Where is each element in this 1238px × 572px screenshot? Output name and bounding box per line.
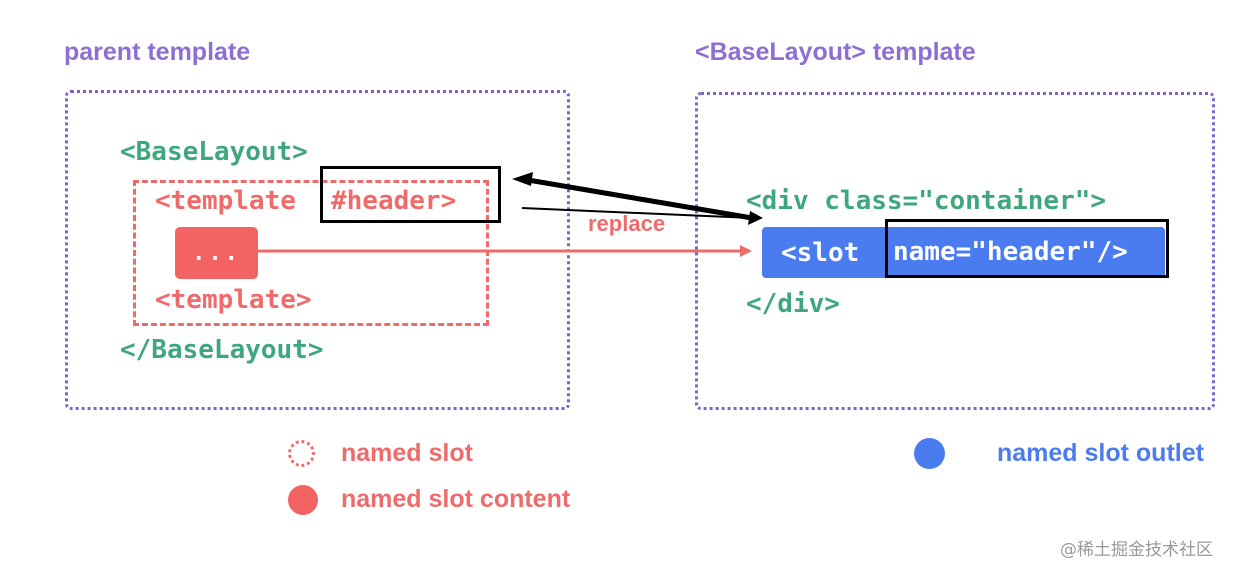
replace-label: replace — [588, 211, 666, 236]
slot-name-highlight — [885, 219, 1169, 278]
named-slot-legend-label: named slot — [341, 439, 473, 467]
baselayout-close-tag: </BaseLayout> — [120, 335, 324, 365]
header-slot-directive: #header> — [331, 186, 457, 216]
black-arrow-thin-line — [521, 207, 753, 219]
named-slot-outlet: <slot — [762, 227, 1165, 278]
named-slot-content-legend-icon — [288, 485, 318, 515]
div-close-tag: </div> — [746, 289, 840, 319]
template-close-tag: <template> — [155, 285, 312, 315]
template-open-tag: <template — [155, 186, 296, 216]
slot-tag: <slot — [781, 237, 860, 268]
watermark: @稀土掘金技术社区 — [1060, 540, 1213, 560]
black-arrow-left-head — [512, 172, 533, 186]
named-slot-content-legend-label: named slot content — [341, 485, 571, 513]
named-slot-outlet-legend-label: named slot outlet — [997, 439, 1204, 467]
baselayout-open-tag: <BaseLayout> — [120, 137, 308, 167]
baselayout-template-title: <BaseLayout> template — [695, 38, 976, 66]
slot-name-attribute: name="header"/> — [893, 237, 1128, 267]
header-directive-highlight — [320, 166, 501, 223]
named-slot-legend-icon — [288, 440, 315, 467]
named-slot-region — [133, 180, 489, 326]
named-slot-outlet-legend-icon — [914, 438, 945, 469]
black-arrow-right-head — [748, 211, 763, 225]
black-arrow-thick-line — [527, 177, 753, 221]
slot-content-placeholder: ... — [175, 227, 258, 279]
parent-template-title: parent template — [64, 38, 251, 66]
div-container-open-tag: <div class="container"> — [746, 186, 1107, 216]
